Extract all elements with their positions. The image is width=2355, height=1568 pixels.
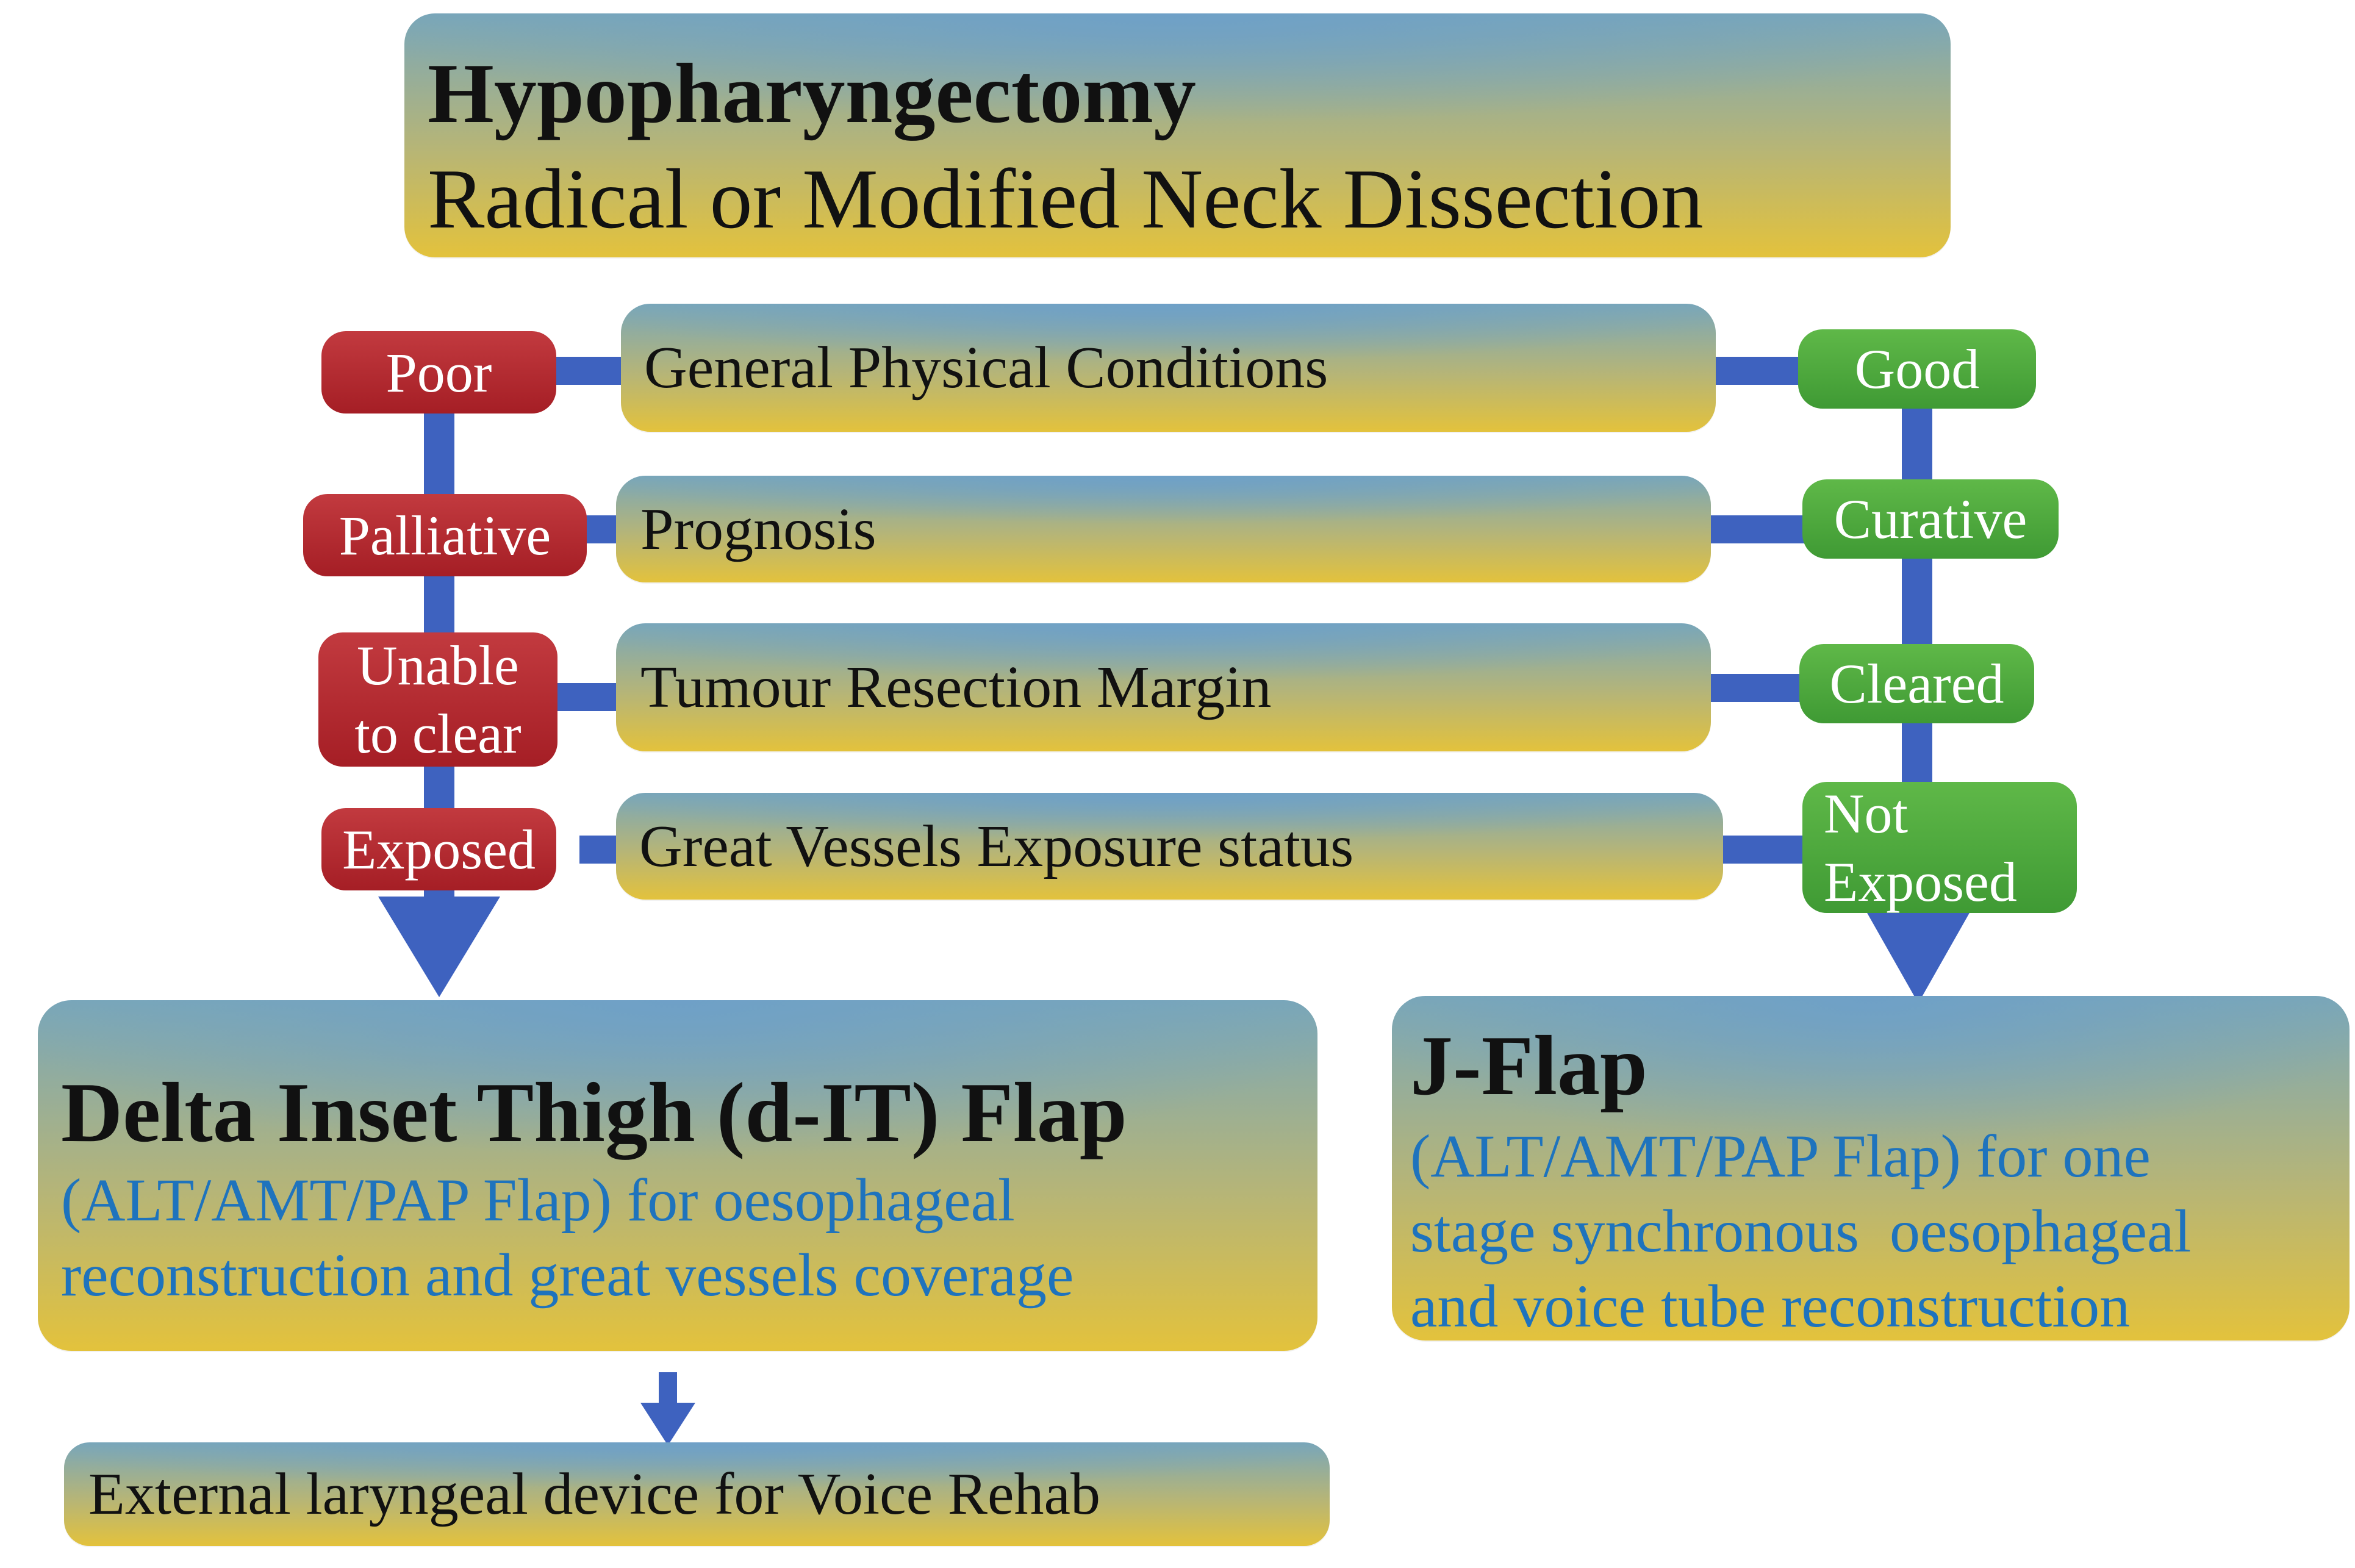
pill-unable-to-clear: Unable to clear [318,632,557,767]
criterion-label: General Physical Conditions [644,335,1328,401]
right-outcome-line-2: stage synchronous oesophageal [1410,1197,2192,1265]
right-arrowhead [1866,912,1970,1003]
right-outcome-box: J-Flap (ALT/AMT/PAP Flap) for one stage … [1392,996,2350,1341]
right-outcome-line-3: and voice tube reconstruction [1410,1272,2131,1340]
criterion-label: Great Vessels Exposure status [639,813,1354,879]
left-outcome-line-2: reconstruction and great vessels coverag… [61,1241,1074,1309]
left-arrowhead [378,897,500,997]
pill-poor: Poor [321,331,556,413]
left-outcome-box: Delta Inset Thigh (d-IT) Flap (ALT/AMT/P… [38,1000,1317,1351]
criterion-tumour-resection-margin: Tumour Resection Margin [616,623,1711,751]
pill-line: to clear [354,703,522,765]
pill-line: Unable [357,634,519,696]
connector-good [1708,357,1805,385]
followup-label: External laryngeal device for Voice Reha… [88,1461,1100,1527]
pill-palliative: Palliative [303,494,587,576]
criterion-label: Prognosis [640,496,876,562]
header-subtitle: Radical or Modified Neck Dissection [428,152,1704,246]
criterion-label: Tumour Resection Margin [640,654,1272,720]
criterion-great-vessels-exposure-status: Great Vessels Exposure status [616,793,1723,900]
pill-exposed: Exposed [321,808,556,890]
left-outcome-line-1: (ALT/AMT/PAP Flap) for oesophageal [61,1166,1015,1234]
pill-good: Good [1798,329,2036,409]
pill-cleared: Cleared [1799,644,2034,723]
pill-not-exposed: Not Exposed [1802,782,2077,913]
pill-curative: Curative [1802,479,2059,559]
pill-line: Exposed [1824,850,2017,913]
followup-box: External laryngeal device for Voice Reha… [64,1442,1330,1546]
connector-curative [1708,515,1805,543]
connector-cleared [1708,674,1805,702]
criterion-prognosis: Prognosis [616,476,1711,582]
criterion-general-physical-conditions: General Physical Conditions [621,304,1716,432]
pill-line: Not [1824,782,1908,845]
header-box: Hypopharyngectomy Radical or Modified Ne… [404,13,1951,257]
right-outcome-line-1: (ALT/AMT/PAP Flap) for one [1410,1122,2151,1190]
header-title: Hypopharyngectomy [428,46,1196,141]
left-outcome-title: Delta Inset Thigh (d-IT) Flap [61,1065,1127,1160]
connector-poor [549,357,628,385]
right-outcome-title: J-Flap [1410,1018,1647,1113]
followup-arrow [640,1372,695,1445]
connector-not-exposed [1720,836,1805,864]
